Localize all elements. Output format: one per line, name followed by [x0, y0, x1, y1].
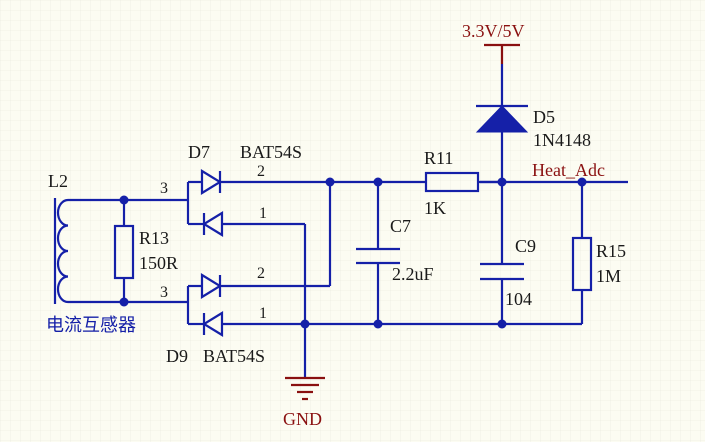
d9-pin-3: 3 — [160, 284, 168, 301]
d9-pin-1: 1 — [259, 305, 267, 322]
d7-pin-3: 3 — [160, 180, 168, 197]
junction-dot — [119, 297, 129, 307]
junction-dots — [119, 177, 587, 329]
d7-pin-1: 1 — [259, 205, 267, 222]
c7-value: 2.2uF — [392, 264, 434, 284]
d9-pin-2: 2 — [257, 265, 265, 282]
d7-pin-2: 2 — [257, 163, 265, 180]
c9-value: 104 — [505, 289, 532, 309]
capacitor-c9 — [480, 182, 524, 324]
d5-designator: D5 — [533, 107, 555, 127]
dual-diode-d7 — [186, 169, 224, 237]
l2-caption: 电流互感器 — [46, 315, 136, 336]
junction-dot — [325, 177, 335, 187]
junction-dot — [497, 319, 507, 329]
d9-part: BAT54S — [203, 346, 265, 366]
heat-adc-label: Heat_Adc — [532, 160, 605, 180]
junction-dot — [119, 195, 129, 205]
supply-label: 3.3V/5V — [462, 21, 525, 41]
ground-symbol — [285, 376, 325, 401]
r11-value: 1K — [424, 198, 446, 218]
r13-value: 150R — [139, 253, 178, 273]
power-supply-symbol — [484, 43, 520, 106]
c7-designator: C7 — [390, 216, 411, 236]
diode-d5 — [475, 104, 529, 182]
dual-diode-d9 — [186, 273, 224, 337]
l2-designator: L2 — [48, 171, 68, 191]
d7-part: BAT54S — [240, 142, 302, 162]
r15-value: 1M — [596, 266, 621, 286]
r11-designator: R11 — [424, 148, 453, 168]
junction-dot — [497, 177, 507, 187]
capacitor-c7 — [356, 182, 400, 324]
r15-designator: R15 — [596, 241, 626, 261]
ground-label: GND — [283, 409, 322, 429]
r13-designator: R13 — [139, 228, 169, 248]
junction-dot — [373, 177, 383, 187]
resistor-r15 — [571, 182, 593, 324]
junction-dot — [373, 319, 383, 329]
d5-part: 1N4148 — [533, 130, 591, 150]
junction-dot — [577, 177, 587, 187]
d7-designator: D7 — [188, 142, 210, 162]
current-transformer-l2 — [53, 198, 69, 304]
c9-designator: C9 — [515, 236, 536, 256]
d9-designator: D9 — [166, 346, 188, 366]
junction-dot — [300, 319, 310, 329]
